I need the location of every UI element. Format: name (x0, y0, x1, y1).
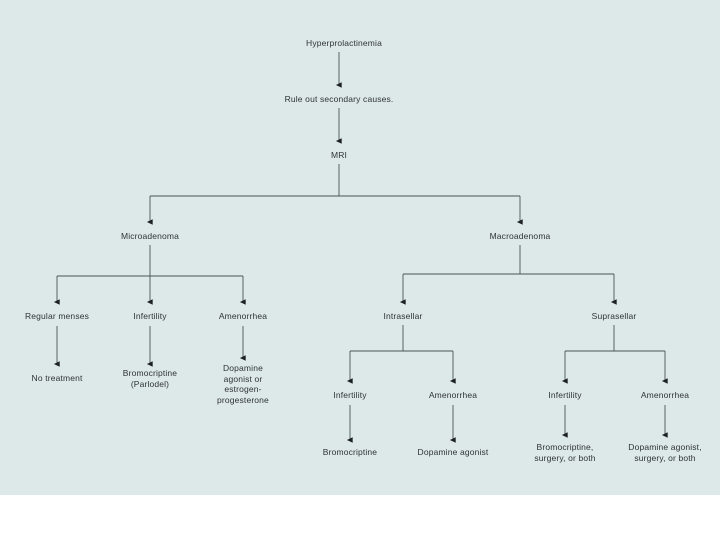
node-suprasellar[interactable]: Suprasellar (591, 311, 637, 321)
node-infertility-micro[interactable]: Infertility (133, 311, 167, 321)
node-dopamine-agonist[interactable]: Dopamine agonist (417, 447, 489, 457)
rail-intrasellar (350, 325, 453, 352)
rail-mri (150, 164, 520, 197)
node-no-treatment[interactable]: No treatment (31, 373, 83, 383)
node-bromocriptine-parlodel[interactable]: Bromocriptine (Parlodel) (122, 368, 178, 389)
node-mri[interactable]: MRI (330, 150, 348, 160)
node-hyperprolactinemia[interactable]: Hyperprolactinemia (306, 38, 382, 48)
node-amenorrhea-micro[interactable]: Amenorrhea (218, 311, 268, 321)
node-amenorrhea-intrasellar[interactable]: Amenorrhea (428, 390, 478, 400)
node-dopamine-or-estrogen[interactable]: Dopamine agonist or estrogen- progestero… (217, 363, 269, 405)
node-bromocriptine[interactable]: Bromocriptine (322, 447, 378, 457)
figure-panel: Hyperprolactinemia Rule out secondary ca… (0, 0, 720, 495)
node-microadenoma[interactable]: Microadenoma (120, 231, 180, 241)
edge-group (53, 52, 668, 443)
rail-microadenoma (57, 245, 243, 277)
node-macroadenoma[interactable]: Macroadenoma (489, 231, 551, 241)
flowchart-connectors (53, 52, 668, 443)
node-infertility-suprasellar[interactable]: Infertility (548, 390, 582, 400)
node-regular-menses[interactable]: Regular menses (25, 311, 89, 321)
rail-suprasellar (565, 325, 665, 352)
node-bromocriptine-surgery[interactable]: Bromocriptine, surgery, or both (534, 442, 596, 463)
node-intrasellar[interactable]: Intrasellar (383, 311, 423, 321)
node-infertility-intrasellar[interactable]: Infertility (333, 390, 367, 400)
node-rule-out-secondary-causes[interactable]: Rule out secondary causes. (284, 94, 394, 104)
rail-macroadenoma (403, 245, 614, 275)
node-amenorrhea-suprasellar[interactable]: Amenorrhea (640, 390, 690, 400)
node-dopamine-agonist-surgery[interactable]: Dopamine agonist, surgery, or both (628, 442, 702, 463)
edge-rail-group (57, 164, 665, 352)
